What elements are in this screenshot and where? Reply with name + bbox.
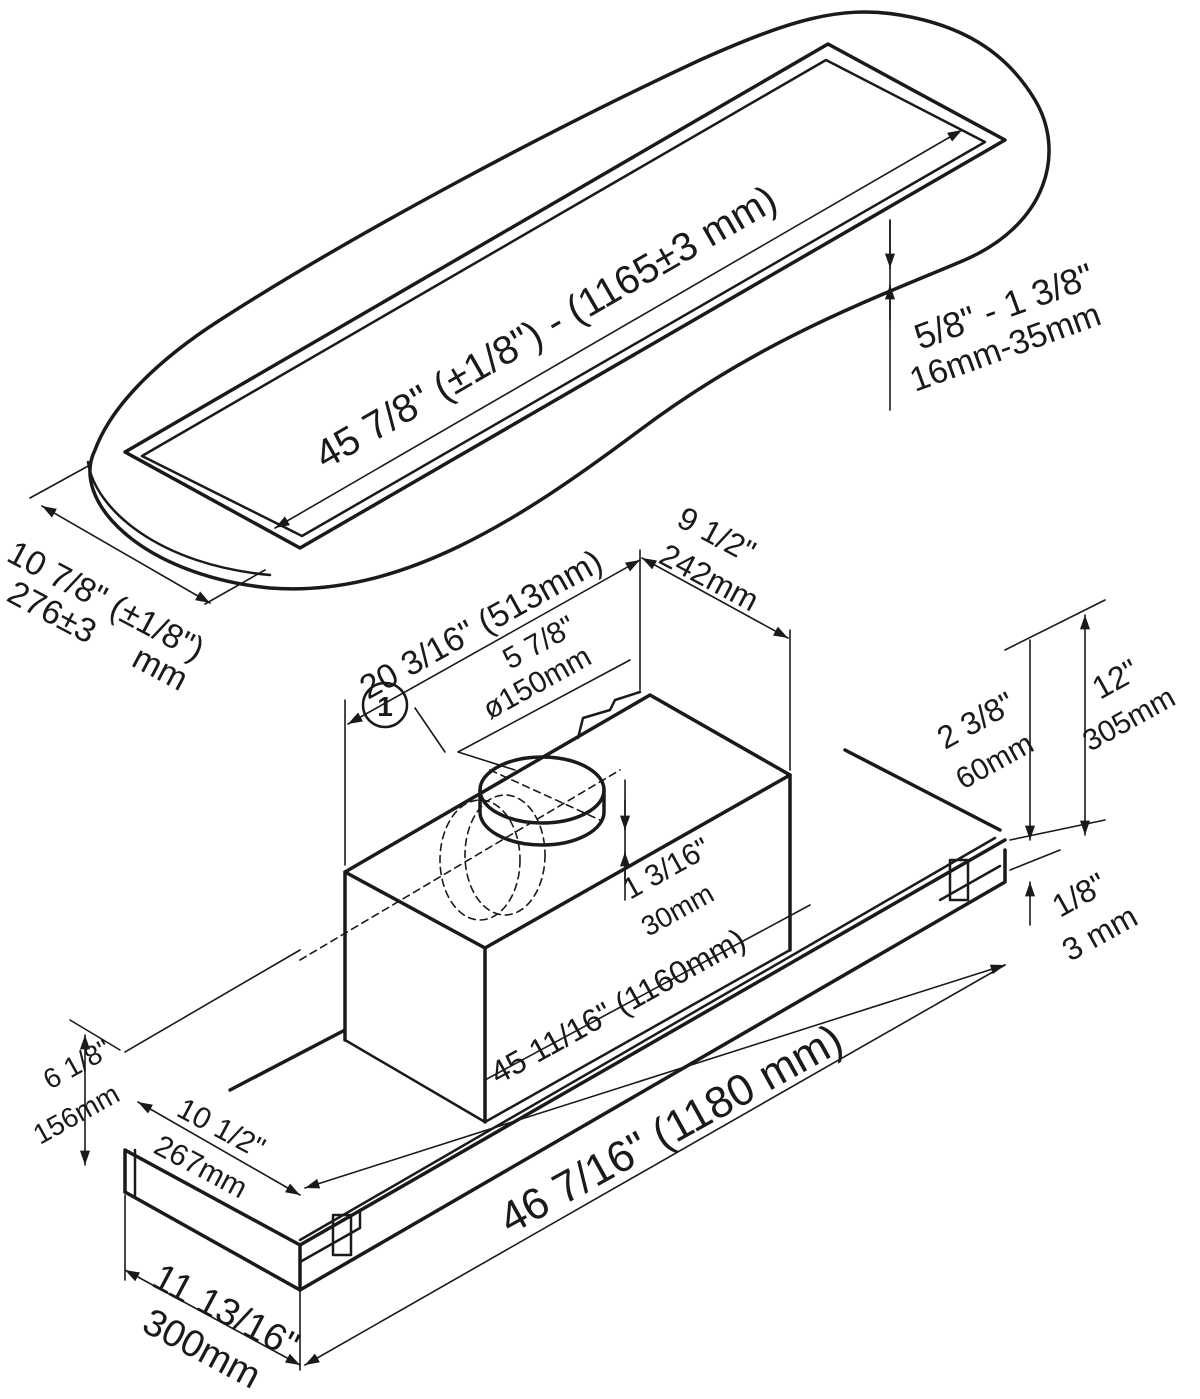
- duct-collar: [299, 755, 621, 961]
- callout-circle: [361, 681, 409, 729]
- callout-number: 1: [377, 691, 393, 722]
- mounting-bracket-right: [948, 858, 970, 902]
- hood-dimension-lines: [69, 549, 1106, 1371]
- cutout-dimension-lines: [29, 129, 963, 605]
- height-mm: 305mm: [1077, 681, 1181, 758]
- tray-height-mm: 156mm: [28, 1078, 125, 1150]
- mounting-bracket-left: [331, 1213, 353, 1257]
- inner-length-label: 45 11/16" (1160mm): [484, 921, 751, 1091]
